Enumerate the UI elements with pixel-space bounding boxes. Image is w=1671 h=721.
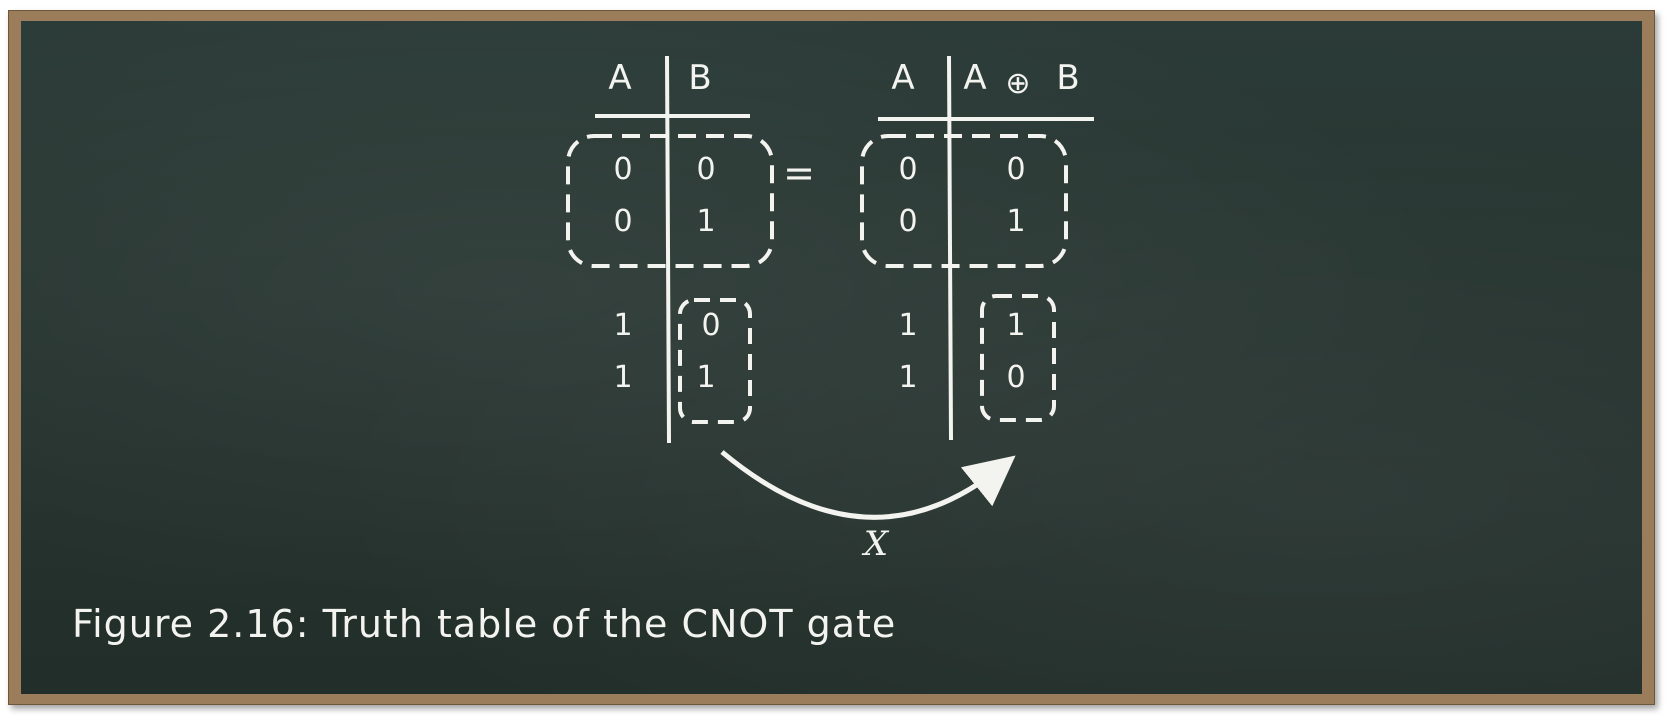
- right-header-xor-b: B: [1056, 58, 1079, 98]
- right-row2-a: 0: [898, 204, 917, 239]
- left-row1-a: 0: [613, 152, 632, 187]
- left-row2-a: 0: [613, 204, 632, 239]
- right-header-xor-a: A: [963, 58, 986, 98]
- left-row3-a: 1: [613, 308, 632, 343]
- arrow-label-x: X: [861, 524, 890, 564]
- right-column-divider: [947, 55, 953, 441]
- left-top-group-box: [566, 134, 774, 268]
- equals-sign: =: [783, 151, 815, 195]
- swap-arrow: [720, 450, 1016, 520]
- left-row4-a: 1: [613, 360, 632, 395]
- chalkboard-frame: [8, 10, 1655, 705]
- right-row1-a: 0: [898, 152, 917, 187]
- left-row2-b: 1: [696, 204, 715, 239]
- figure-caption: Figure 2.16: Truth table of the CNOT gat…: [72, 602, 896, 646]
- right-row4-b: 0: [1006, 360, 1025, 395]
- right-truth-table: A A ⊕ B 0 0 0 1 1 1 1 0: [860, 55, 1094, 441]
- chalkboard: [21, 21, 1642, 694]
- right-header-a: A: [891, 58, 914, 98]
- left-row3-b: 0: [701, 308, 720, 343]
- right-bottom-group-box: [980, 294, 1056, 422]
- right-row4-a: 1: [898, 360, 917, 395]
- right-top-group-box: [860, 134, 1068, 268]
- right-row3-b: 1: [1006, 308, 1025, 343]
- right-row3-a: 1: [898, 308, 917, 343]
- right-row2-b: 1: [1006, 204, 1025, 239]
- left-header-a: A: [608, 58, 631, 98]
- left-truth-table: A B 0 0 0 1 1 0 1 1: [566, 55, 774, 444]
- left-row1-b: 0: [696, 152, 715, 187]
- left-column-divider: [665, 55, 671, 444]
- left-header-b: B: [688, 58, 711, 98]
- left-bottom-group-box: [678, 298, 752, 424]
- right-row1-b: 0: [1006, 152, 1025, 187]
- xor-symbol: ⊕: [1005, 66, 1030, 101]
- left-row4-b: 1: [696, 360, 715, 395]
